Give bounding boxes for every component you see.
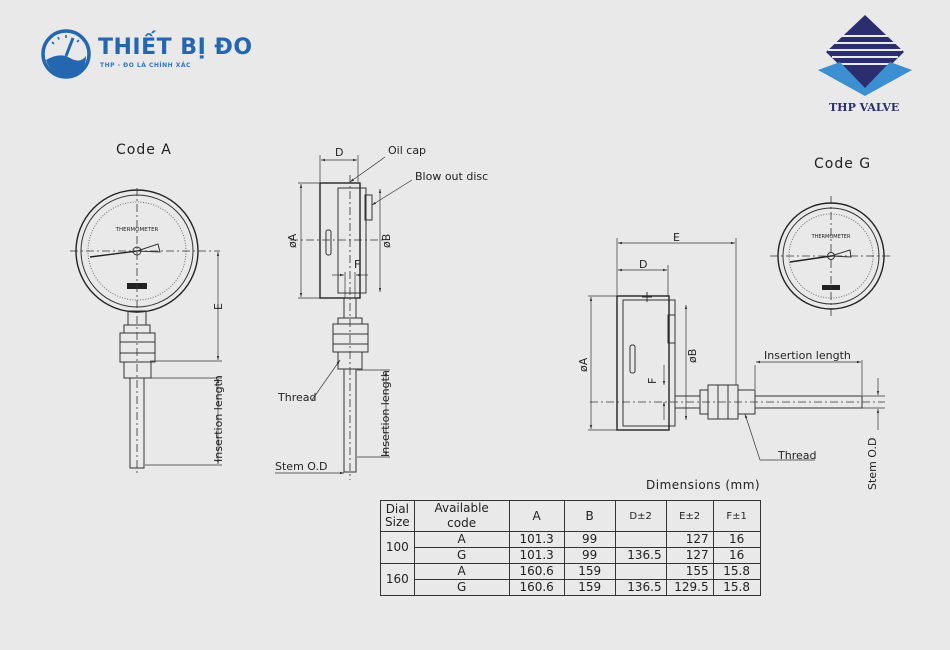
thread-label: Thread xyxy=(277,391,316,404)
header-available-code: Available code xyxy=(413,500,510,532)
f-cell: 15.8 xyxy=(712,579,761,596)
header-d: D±2 xyxy=(614,500,667,532)
dial-size-cell: 100 xyxy=(380,531,415,564)
f-cell: 15.8 xyxy=(712,563,761,580)
dimension-d-label-g: D xyxy=(639,258,647,271)
code-cell: G xyxy=(413,547,510,564)
e-cell: 155 xyxy=(665,563,714,580)
dial-size-cell: 160 xyxy=(380,563,415,596)
code-a-title: Code A xyxy=(116,142,172,158)
thiet-bi-do-brand: THIẾT BỊ ĐO xyxy=(98,35,253,60)
e-cell: 129.5 xyxy=(665,579,714,596)
d-cell xyxy=(614,531,667,548)
blow-out-disc-label: Blow out disc xyxy=(415,170,488,183)
table-row: 100 A 101.3 99 127 16 xyxy=(380,531,761,564)
table-row: 160 A 160.6 159 155 15.8 xyxy=(380,563,761,596)
dimension-f-label-g: F xyxy=(646,378,659,384)
b-cell: 159 xyxy=(563,579,616,596)
table-header-row: Dial Size Available code A B D±2 E±2 F±1 xyxy=(380,500,761,532)
dimension-e-label-g: E xyxy=(673,231,680,244)
d-cell: 136.5 xyxy=(614,547,667,564)
f-cell: 16 xyxy=(712,547,761,564)
header-b: B xyxy=(563,500,616,532)
dial-text: THERMOMETER xyxy=(115,227,159,233)
e-cell: 127 xyxy=(665,531,714,548)
code-cell: G xyxy=(413,579,510,596)
d-cell xyxy=(614,563,667,580)
dial-text-g: THERMOMETER xyxy=(811,234,851,240)
code-g-title: Code G xyxy=(814,156,871,172)
insertion-length-label-side: Insertion length xyxy=(379,370,392,457)
stem-od-label: Stem O.D xyxy=(275,460,327,473)
insertion-length-label-a: Insertion length xyxy=(212,375,225,462)
phi-a-label-g: øA xyxy=(577,357,590,372)
thiet-bi-do-logo-icon xyxy=(41,29,91,79)
side-view xyxy=(275,155,413,480)
header-a: A xyxy=(508,500,565,532)
d-cell: 136.5 xyxy=(614,579,667,596)
phi-b-label: øB xyxy=(380,234,393,248)
thread-label-g: Thread xyxy=(777,449,816,462)
a-cell: 160.6 xyxy=(508,563,565,580)
stem-od-label-g: Stem O.D xyxy=(866,438,879,490)
thp-valve-brand: THP VALVE xyxy=(829,101,900,114)
a-cell: 160.6 xyxy=(508,579,565,596)
code-cell: A xyxy=(413,531,510,548)
phi-b-label-g: øB xyxy=(686,349,699,363)
b-cell: 159 xyxy=(563,563,616,580)
b-cell: 99 xyxy=(563,531,616,548)
code-g-side-view xyxy=(588,238,885,461)
e-cell: 127 xyxy=(665,547,714,564)
f-cell: 16 xyxy=(712,531,761,548)
header-dial-size: Dial Size xyxy=(380,500,415,532)
dimensions-table: Dial Size Available code A B D±2 E±2 F±1… xyxy=(380,500,761,596)
insertion-length-label-g: Insertion length xyxy=(764,349,851,362)
table-caption: Dimensions (mm) xyxy=(646,478,761,492)
thp-valve-logo-icon xyxy=(818,15,912,96)
phi-a-label: øA xyxy=(286,233,299,248)
oil-cap-label: Oil cap xyxy=(388,144,426,157)
dimension-f-label: F xyxy=(354,258,360,271)
thiet-bi-do-tagline: THP - ĐO LÀ CHÍNH XÁC xyxy=(100,62,191,69)
table-row: G 160.6 159 136.5 129.5 15.8 xyxy=(381,579,761,596)
b-cell: 99 xyxy=(563,547,616,564)
dimension-e-label: E xyxy=(212,303,225,310)
header-e: E±2 xyxy=(665,500,714,532)
dimension-d-label: D xyxy=(335,146,343,159)
code-g-front-view: THERMOMETER xyxy=(770,196,892,318)
code-cell: A xyxy=(413,563,510,580)
table-row: G 101.3 99 136.5 127 16 xyxy=(381,547,761,564)
a-cell: 101.3 xyxy=(508,547,565,564)
header-f: F±1 xyxy=(712,500,761,532)
a-cell: 101.3 xyxy=(508,531,565,548)
code-a-front-view: THERMOMETER xyxy=(70,188,222,475)
